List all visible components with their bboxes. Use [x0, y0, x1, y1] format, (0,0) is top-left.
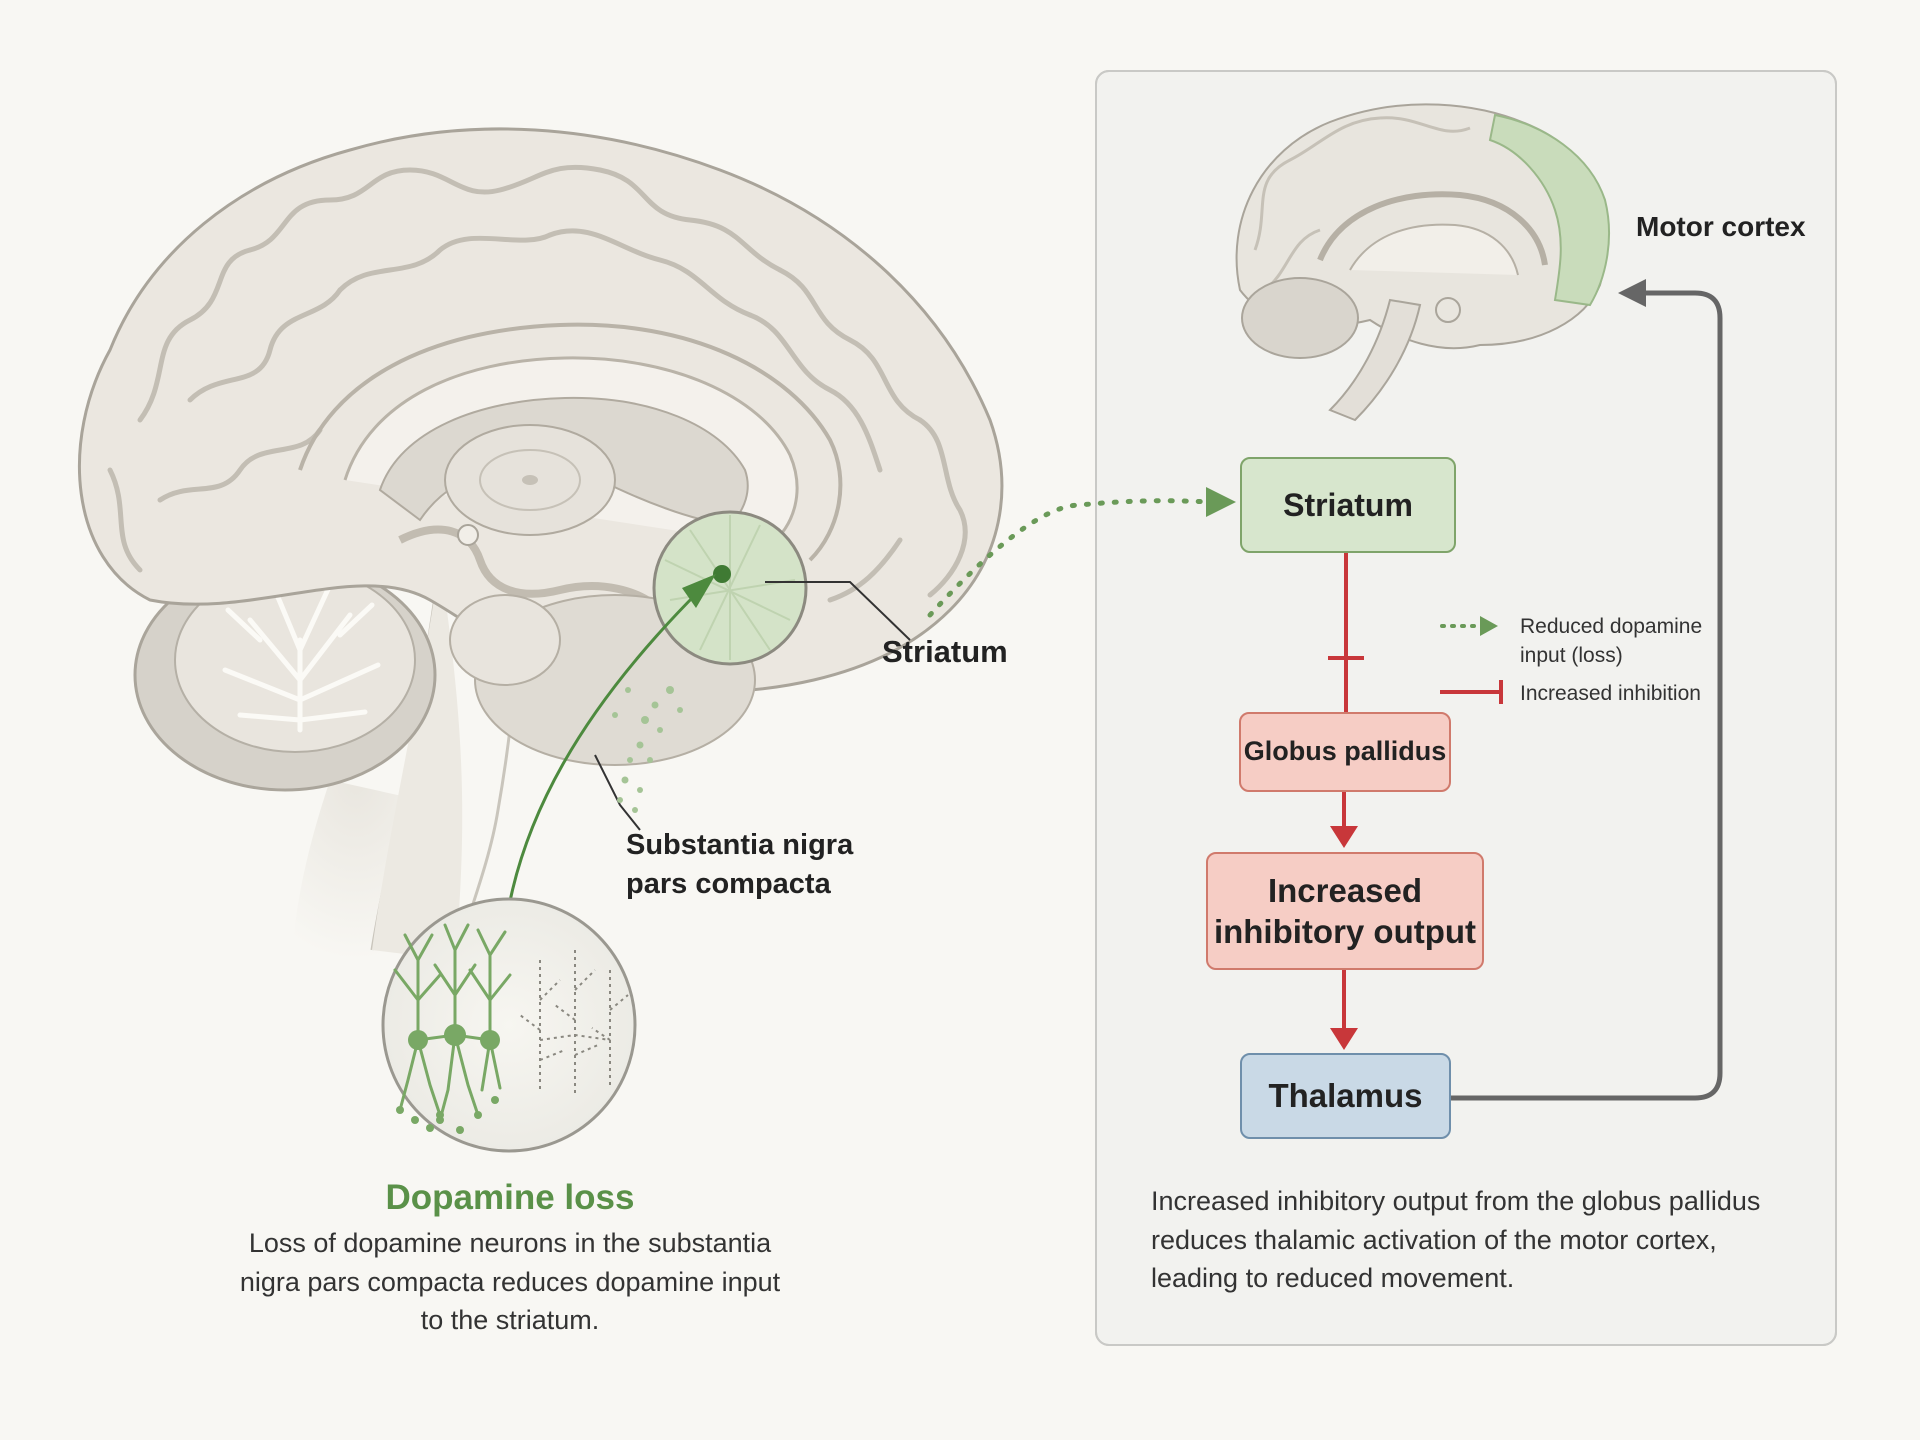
dopamine-pathway-arrowhead [682, 574, 716, 608]
flow-node-striatum: Striatum [1240, 457, 1456, 553]
motor-cortex-region [1488, 113, 1611, 307]
striatum-brain-label: Striatum [882, 634, 1008, 669]
dopamine-pathway-arrow [503, 588, 702, 931]
motor-cortex-label: Motor cortex [1636, 211, 1806, 242]
dopamine-loss-description: Loss of dopamine neurons in the substant… [239, 1228, 781, 1336]
legend-reduced-dopamine-text: Reduced dopamine input (loss) [1520, 615, 1703, 668]
substantia-nigra-label: Substantia nigra pars compacta [626, 829, 854, 901]
dopamine-particles [612, 686, 683, 813]
flow-node-thalamus: Thalamus [1240, 1053, 1451, 1139]
pathway-caption: Increased inhibitory output from the glo… [1151, 1186, 1761, 1294]
dopamine-dotted-projection [927, 498, 1213, 618]
striatum-region [652, 510, 808, 666]
flow-node-increased-inhibitory-output: Increased inhibitory output [1206, 852, 1484, 970]
ioo-arrowhead [1330, 1028, 1358, 1050]
cerebellum [133, 558, 437, 792]
snpc-pointer [594, 754, 641, 831]
motor-arrowhead [1618, 279, 1646, 307]
striatum-pointer [765, 581, 911, 641]
striatum-target-dot [713, 565, 731, 583]
brainstem [292, 780, 420, 960]
neuron-inset [381, 897, 637, 1153]
dopamine-loss-title: Dopamine loss [385, 1178, 635, 1217]
small-brain-illustration [1235, 103, 1611, 422]
flow-node-globus-pallidus: Globus pallidus [1239, 712, 1451, 792]
flowchart-connectors [1328, 279, 1723, 1101]
thalamus-to-motor-arrow [1451, 290, 1723, 1101]
legend-increased-inhibition-text: Increased inhibition [1520, 682, 1701, 705]
legend [1440, 616, 1503, 704]
gp-arrowhead [1330, 826, 1358, 848]
dopamine-dotted-arrowhead [1206, 487, 1236, 517]
